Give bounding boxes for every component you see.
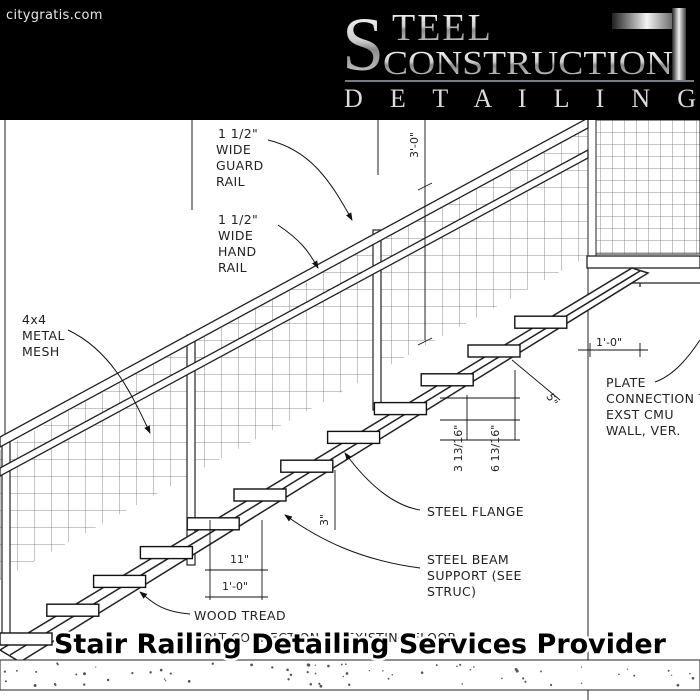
logo-detailing-text: D E T A I L I N G xyxy=(344,84,696,113)
hand-rail-hand: HAND xyxy=(218,244,257,259)
logo-construction-text: CONSTRUCTION xyxy=(383,45,673,82)
plate-label-1: PLATE xyxy=(606,375,646,390)
guard-rail xyxy=(0,120,589,448)
caption-title: Stair Railing Detailing Services Provide… xyxy=(53,629,666,660)
guard-rail-rail: RAIL xyxy=(216,174,245,189)
mesh-mesh: MESH xyxy=(22,344,60,359)
tread xyxy=(280,459,334,473)
tread xyxy=(139,545,194,560)
logo-steel-text: TEEL xyxy=(392,7,493,49)
logo: S TEEL CONSTRUCTION D E T A I L I N G xyxy=(342,3,696,113)
beam-support-label-1: STEEL BEAM xyxy=(427,552,509,567)
tread xyxy=(420,373,474,387)
floor xyxy=(0,659,700,691)
wood-treads xyxy=(0,315,568,646)
bolt-connection-label: BOLT CONNECTION TO EXISTING FLOOR xyxy=(194,630,457,645)
dim-three: 3" xyxy=(318,514,331,526)
dim-riser-a: 3 13/16" xyxy=(452,425,465,472)
logo-chrome-bar xyxy=(612,13,682,29)
wood-tread-label: WOOD TREAD xyxy=(194,608,286,623)
tread xyxy=(46,603,100,617)
tread xyxy=(514,315,568,329)
hand-rail-size: 1 1/2" xyxy=(218,212,258,227)
plate-label-3: EXST CMU xyxy=(606,407,674,422)
beam-support-label-3: STRUC) xyxy=(427,584,476,599)
dim-rail-height: 3'-0" xyxy=(408,132,421,158)
leader-lines xyxy=(67,139,700,615)
annotations: 1 1/2" WIDE GUARD RAIL 1 1/2" WIDE HAND … xyxy=(22,126,700,645)
beam-support-label-2: SUPPORT (SEE xyxy=(427,568,522,583)
steel-flange-label: STEEL FLANGE xyxy=(427,504,524,519)
dimension-lines xyxy=(205,120,648,600)
dim-eleven: 11" xyxy=(230,553,249,566)
stair-drawing: 1 1/2" WIDE GUARD RAIL 1 1/2" WIDE HAND … xyxy=(0,120,700,700)
tread xyxy=(326,430,381,445)
tread xyxy=(186,517,240,531)
plate-label-4: WALL, VER. xyxy=(606,423,681,438)
tread xyxy=(233,488,287,502)
tread xyxy=(373,401,428,416)
dim-five: 5" xyxy=(543,391,560,408)
hand-rail-wide: WIDE xyxy=(218,228,253,243)
mesh-metal: METAL xyxy=(22,328,65,343)
dim-riser-b: 6 13/16" xyxy=(489,425,502,472)
tread xyxy=(0,632,53,646)
plate-label-2: CONNECTION T xyxy=(606,391,700,406)
guard-rail-size: 1 1/2" xyxy=(218,126,258,141)
dim-top-offset: 1'-0" xyxy=(596,336,622,349)
hand-rail xyxy=(0,148,589,477)
logo-s-letter: S xyxy=(342,3,384,87)
upper-mesh-panel xyxy=(596,120,700,254)
dim-one-foot: 1'-0" xyxy=(222,580,248,593)
guard-rail-wide: WIDE xyxy=(216,142,251,157)
tread xyxy=(92,574,147,589)
logo-chrome-post xyxy=(672,8,686,80)
header-banner: citygratis.com S TEEL CONSTRUCTION xyxy=(0,0,700,120)
mesh-size: 4x4 xyxy=(22,312,47,327)
hand-rail-rail: RAIL xyxy=(218,260,247,275)
guard-rail-guard: GUARD xyxy=(216,158,264,173)
tread xyxy=(467,344,521,358)
watermark-text: citygratis.com xyxy=(6,8,103,23)
